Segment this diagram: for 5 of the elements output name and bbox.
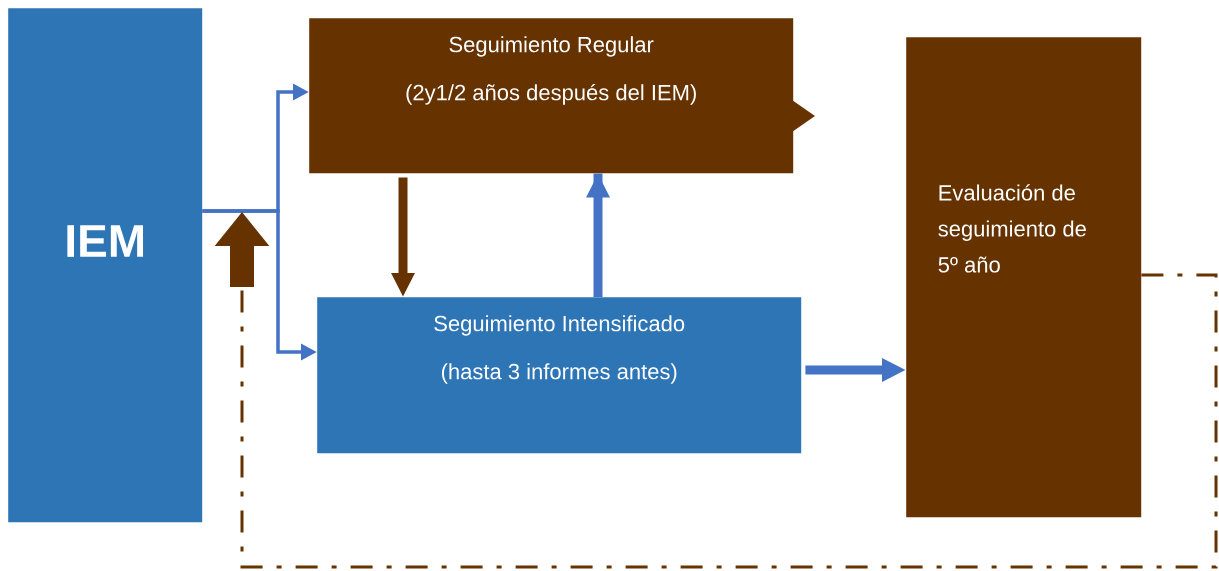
arrow xyxy=(214,212,1218,569)
process-box: Seguimiento Regular (2y1/2 años después del IEM) xyxy=(309,18,815,174)
process-box: IEM xyxy=(8,8,203,523)
process-box: Evaluación de seguimiento de 5º año xyxy=(906,37,1142,518)
process-box: Seguimiento Intensificado (hasta 3 informes antes) xyxy=(317,297,802,454)
